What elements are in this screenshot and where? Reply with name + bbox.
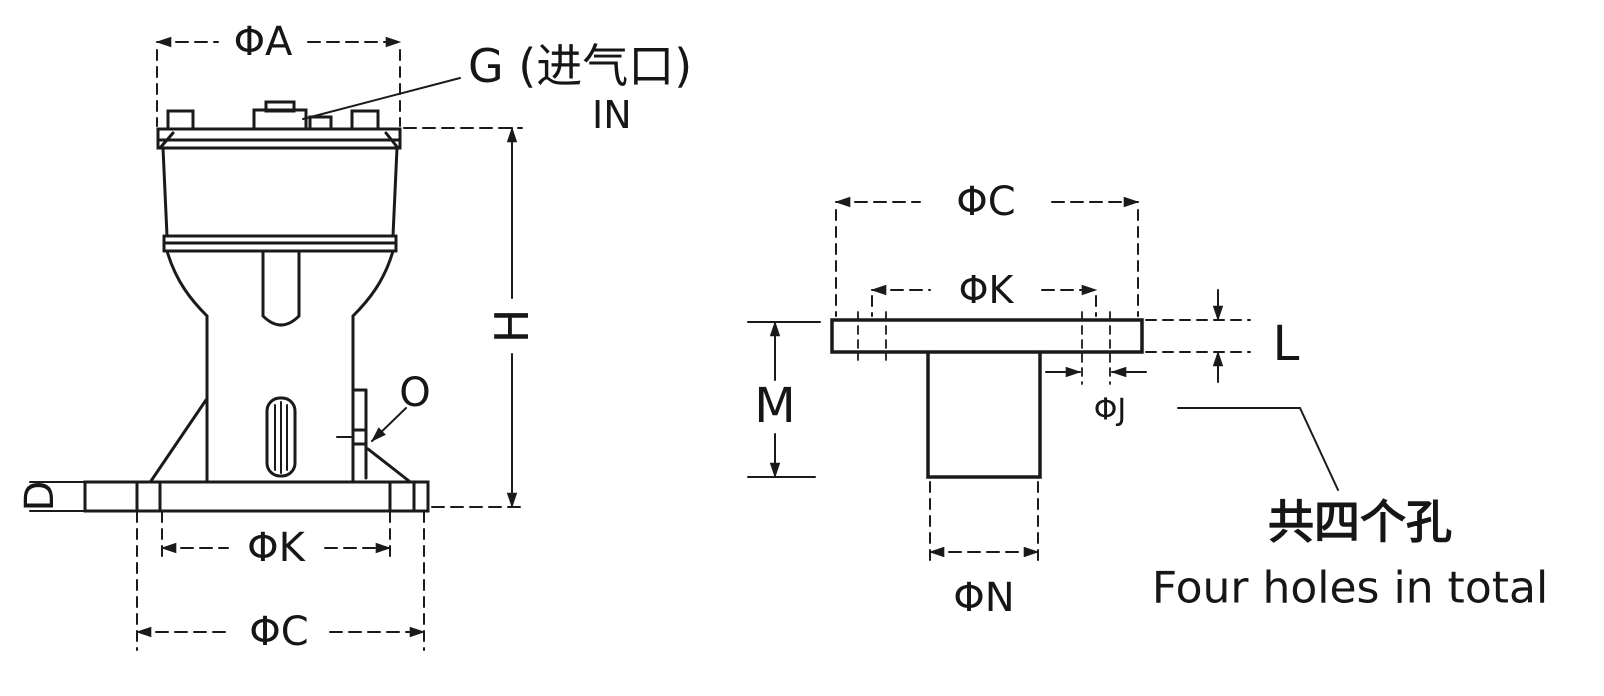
dim-label-phi-a: ΦA xyxy=(234,19,293,65)
flange-section-view: ΦC ΦK M L ΦJ ΦN 共四个孔 Four holes in total xyxy=(747,179,1548,621)
dim-label-phi-c-front: ΦC xyxy=(249,609,308,655)
dim-label-d: D xyxy=(17,481,63,512)
o-leader-line xyxy=(371,407,407,442)
dim-label-phi-k-front: ΦK xyxy=(247,525,306,571)
flange-outline xyxy=(830,318,1144,479)
front-view: ΦA G (进气口) IN H O D ΦK ΦC xyxy=(17,19,692,655)
dim-label-phi-k-section: ΦK xyxy=(959,268,1015,312)
dim-label-phi-c-section: ΦC xyxy=(956,179,1015,225)
dim-label-l: L xyxy=(1273,316,1300,372)
dim-label-h: H xyxy=(485,309,539,344)
holes-note-leader xyxy=(1177,407,1339,491)
inlet-in-label: IN xyxy=(592,93,632,137)
inlet-label: G (进气口) xyxy=(468,39,692,93)
inlet-boss-cap xyxy=(264,100,296,113)
flange-stem xyxy=(926,350,1042,479)
holes-note-english: Four holes in total xyxy=(1152,563,1548,614)
holes-note-chinese: 共四个孔 xyxy=(1268,495,1452,549)
inlet-boss xyxy=(252,108,308,131)
base-flange xyxy=(83,480,430,513)
section-view-dimensions xyxy=(747,196,1339,567)
dim-label-phi-n: ΦN xyxy=(953,575,1014,621)
bolt-left xyxy=(166,109,195,131)
dim-label-m: M xyxy=(754,378,795,434)
bolt-small xyxy=(308,115,333,131)
bolt-right xyxy=(350,109,380,131)
bolt-hole-centerlines xyxy=(857,311,1111,385)
inlet-leader-line xyxy=(302,77,461,120)
front-view-dimensions xyxy=(29,36,523,651)
valve-body-outline xyxy=(83,100,430,513)
dim-label-o: O xyxy=(399,370,430,416)
flange-plate xyxy=(830,318,1144,354)
dim-label-phi-j: ΦJ xyxy=(1094,393,1126,428)
